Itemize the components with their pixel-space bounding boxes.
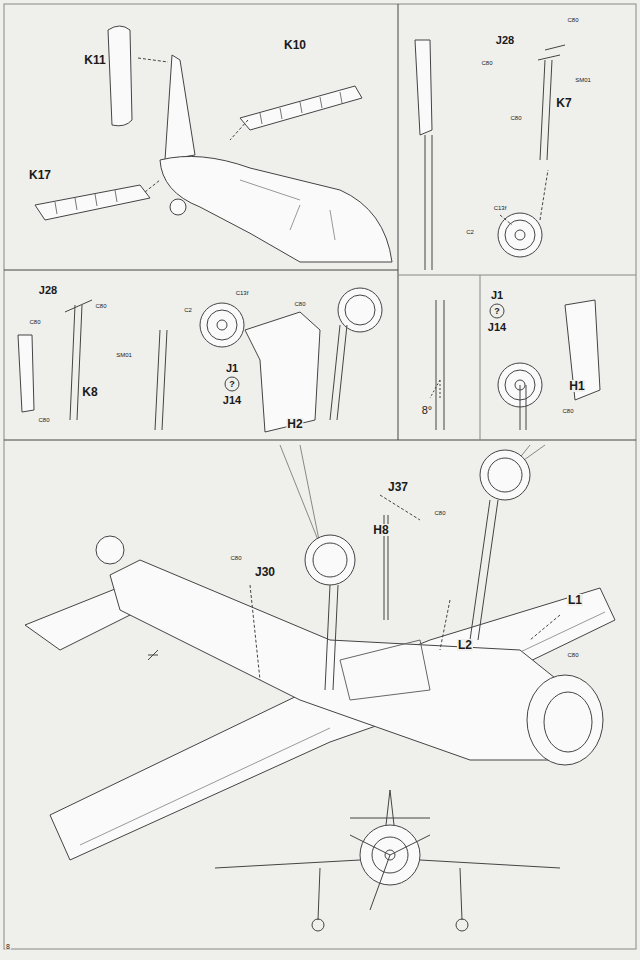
part-number: ? (493, 307, 501, 316)
part-number: J14 (222, 395, 242, 406)
part-number: J14 (487, 322, 507, 333)
color-code: SM01 (574, 77, 592, 83)
part-number: J37 (387, 481, 409, 493)
color-code: C80 (561, 408, 574, 414)
part-number: 8° (421, 405, 434, 416)
part-number: K8 (81, 386, 98, 398)
part-number: K11 (83, 54, 106, 66)
part-number: K7 (555, 97, 572, 109)
color-code: C80 (480, 60, 493, 66)
color-code: C80 (293, 301, 306, 307)
color-code: C80 (433, 510, 446, 516)
part-number: J30 (254, 566, 276, 578)
color-code: C80 (229, 555, 242, 561)
part-number: H8 (372, 524, 389, 536)
color-code: C80 (509, 115, 522, 121)
part-number: K10 (283, 39, 307, 51)
color-code: C80 (37, 417, 50, 423)
color-code: 8 (5, 943, 11, 950)
color-code: SM01 (115, 352, 133, 358)
color-code: C80 (94, 303, 107, 309)
color-code: C80 (566, 652, 579, 658)
color-code: C80 (28, 319, 41, 325)
part-number: J28 (38, 285, 58, 296)
part-number: H1 (568, 380, 585, 392)
part-number: H2 (286, 418, 303, 430)
part-number: K17 (28, 169, 52, 181)
part-number: L1 (567, 594, 583, 606)
color-code: C80 (566, 17, 579, 23)
part-number: ? (228, 380, 236, 389)
color-code: C2 (465, 229, 475, 235)
color-code: C13f (493, 205, 508, 211)
color-code: C2 (183, 307, 193, 313)
color-code: C13f (235, 290, 250, 296)
part-number: J1 (225, 363, 239, 374)
part-number: L2 (457, 639, 473, 651)
part-number: J28 (495, 35, 515, 46)
part-number: J1 (490, 290, 504, 301)
